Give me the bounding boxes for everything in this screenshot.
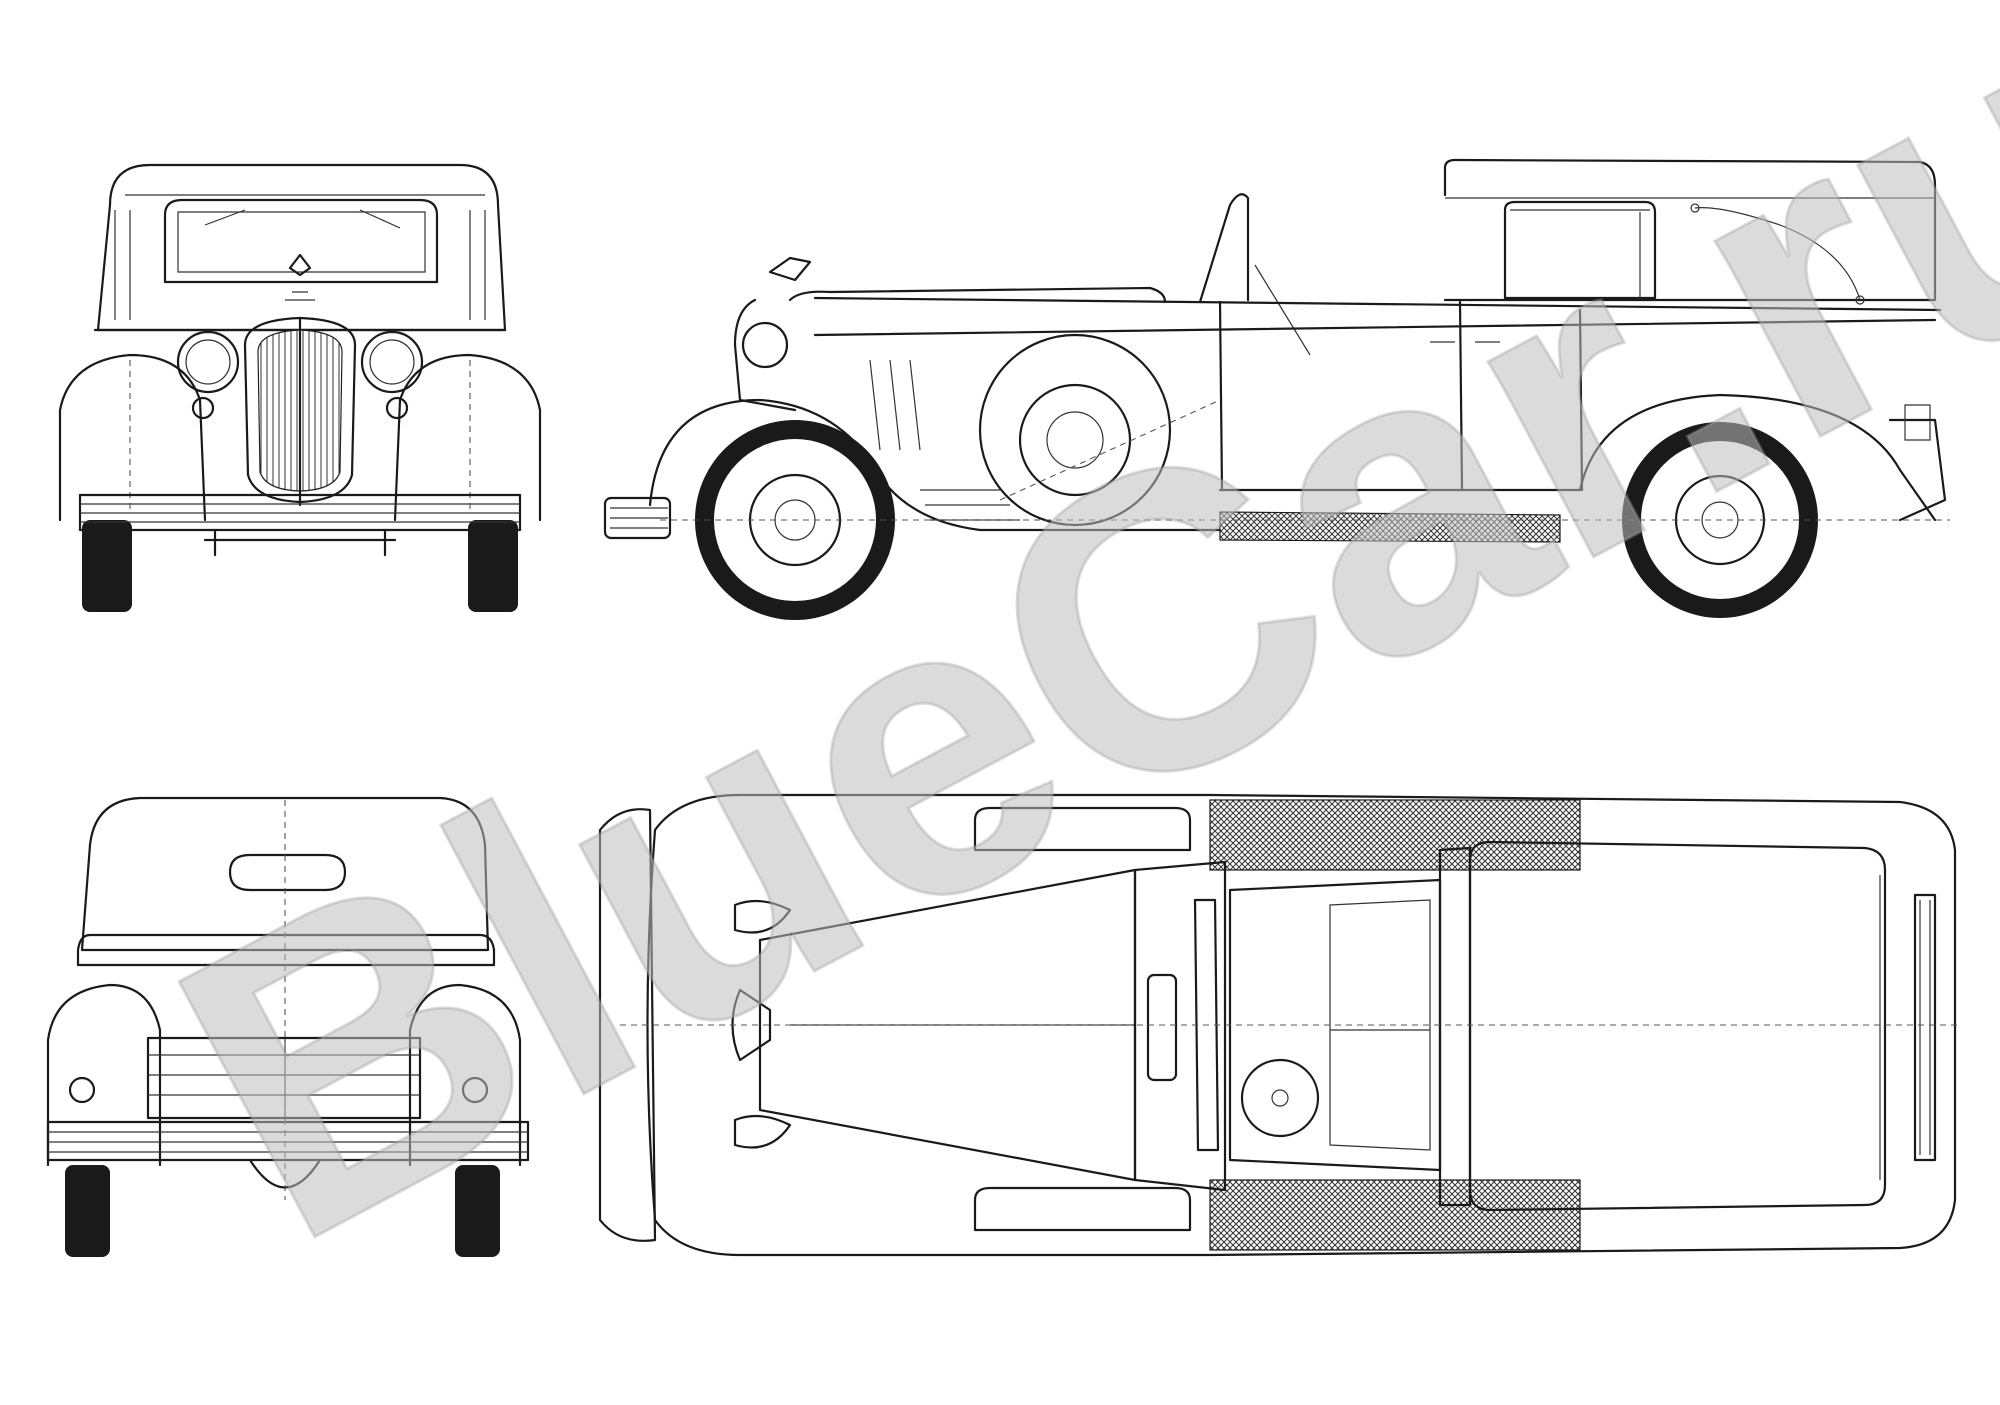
rear-luggage-rack [146,1036,422,1120]
rear-left-tyre [65,1165,110,1257]
front-left-foglamp [191,396,215,420]
side-landau-pivot [1690,203,1700,213]
top-steering-hub [1271,1089,1289,1107]
side-spare-hub [1046,411,1104,469]
rear-view [46,796,530,1257]
side-front-bumper [603,496,672,540]
front-pillars [114,210,486,320]
front-left-fender [58,353,207,522]
side-spare-tire-cover [978,333,1172,527]
side-rear-fender [1578,393,1937,522]
side-hood-louvers [869,359,921,451]
side-hood-top [788,286,1167,304]
rear-right-tail-lamp [461,1076,489,1104]
side-steering-column [1254,264,1311,356]
rear-right-fender [408,983,522,1167]
top-left-spare [973,806,1192,852]
side-body-line [813,318,1937,337]
front-windshield [163,198,439,284]
side-front-fender [648,398,1222,532]
front-badge [285,291,315,301]
top-body-outline [646,793,1957,1257]
rear-rack-slats [148,1038,420,1118]
side-landau-bar [1694,207,1861,301]
top-cowl [1133,860,1227,1192]
rear-right-tyre [455,1165,500,1257]
top-right-spare [973,1186,1192,1232]
front-wipers [204,209,401,229]
front-left-tyre [82,520,132,612]
top-division [1438,846,1472,1207]
front-fender-centerlines [129,360,471,510]
front-left-headlamp [176,330,240,394]
front-grille-shell [243,316,357,504]
top-front-bumper [598,808,657,1242]
front-view [58,163,542,612]
top-windshield [1193,898,1220,1152]
top-view [598,793,1960,1257]
side-view [603,158,1950,620]
front-right-headlamp-lens [369,339,415,385]
side-radiator-shell [733,298,797,412]
front-right-headlamp [360,330,424,394]
top-right-running-board [1209,1179,1581,1251]
rear-left-fender [46,983,162,1167]
front-axle [203,528,397,557]
side-construction-lines [660,399,1950,521]
rear-beltline [76,933,496,967]
side-rear-door-window [1503,200,1657,300]
side-landau-pivot-2 [1855,295,1865,305]
top-steering-wheel [1240,1058,1320,1138]
side-windshield-frame [1198,193,1250,304]
side-hood-mascot [768,256,812,282]
top-dash-panel [1146,973,1178,1082]
side-front-bumper-bars [610,507,668,529]
top-left-headlamp [733,899,792,934]
front-right-foglamp [385,396,409,420]
rear-window [228,853,347,892]
side-tail-lamp [1904,404,1931,441]
rear-bumper [46,1120,530,1162]
top-right-headlamp [733,1114,792,1149]
side-headlamp [741,321,789,369]
front-windshield-inner [177,211,426,273]
front-right-tyre [468,520,518,612]
top-carrier-slats [1919,900,1931,1155]
top-rear-carrier [1913,893,1937,1162]
side-beltline [813,296,1942,312]
front-bumper [78,493,522,532]
front-cabin-outline [96,163,507,332]
rear-left-tail-lamp [68,1076,96,1104]
side-rear-carrier [1888,418,1947,522]
rear-bumper-bars [48,1131,528,1153]
top-front-seat [1329,899,1431,1151]
side-spare-wheel [1018,383,1132,497]
front-bumper-bars [80,503,520,523]
side-rear-window-frame [1510,209,1650,298]
front-hood-mascot [288,253,312,277]
front-right-fender [393,353,542,522]
top-rear-roof [1468,840,1887,1212]
side-door-seams [1218,300,1584,492]
top-radiator-cap [731,988,772,1062]
side-roof [1443,158,1937,302]
front-left-headlamp-lens [185,339,231,385]
top-left-running-board [1209,799,1581,871]
rear-body-upper [80,796,490,952]
